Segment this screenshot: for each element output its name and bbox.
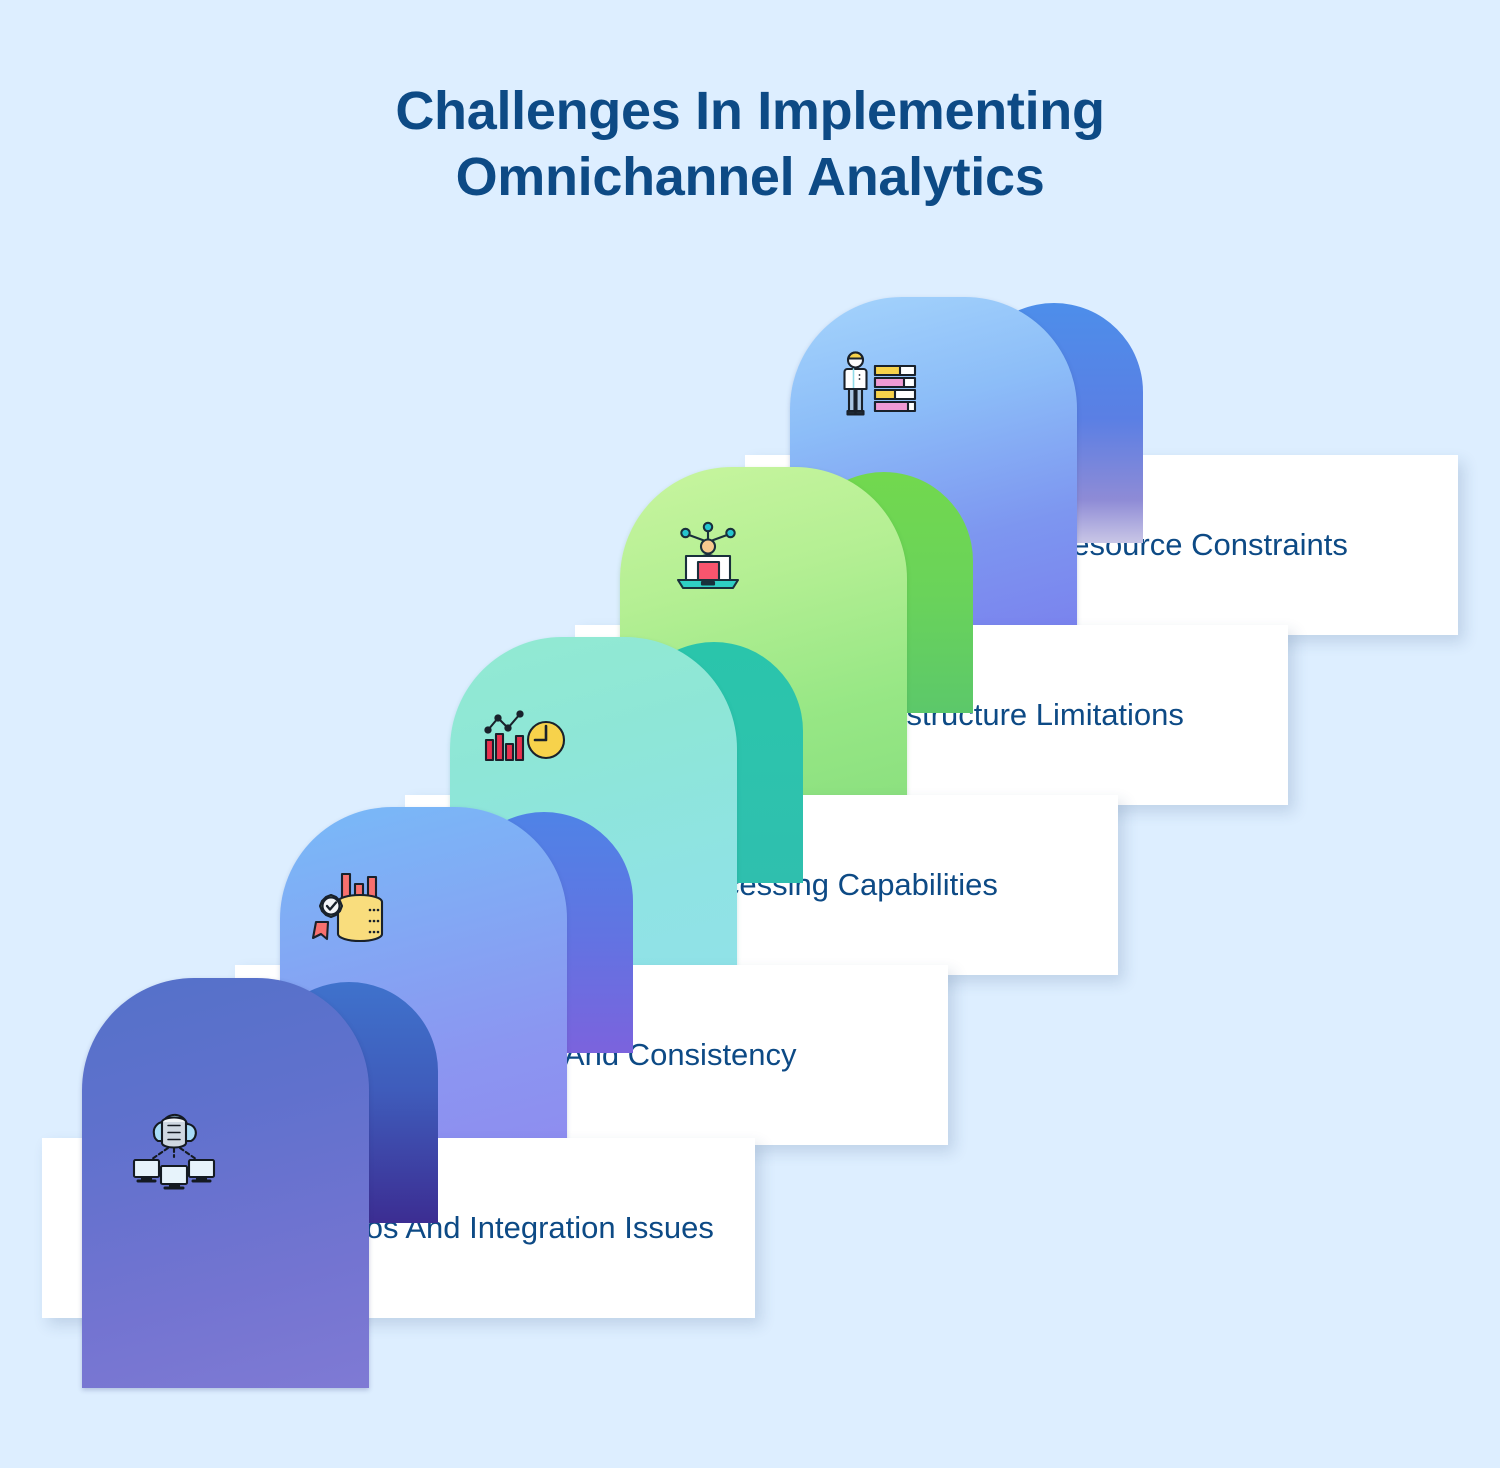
cloud-database-computers-icon [132, 1113, 216, 1190]
step-icon-4 [662, 512, 754, 604]
step-icon-2 [302, 862, 394, 954]
chart-clock-icon [484, 710, 566, 762]
step-arch-front-1 [82, 978, 369, 1388]
step-icon-5 [832, 340, 924, 432]
page-title: Challenges In Implementing Omnichannel A… [0, 78, 1500, 211]
page-title-line-2: Omnichannel Analytics [455, 147, 1045, 208]
step-icon-3 [480, 690, 572, 782]
page-title-line-1: Challenges In Implementing [395, 81, 1105, 141]
person-skill-bars-icon [843, 351, 917, 416]
quality-badge-database-icon [311, 872, 384, 943]
step-icon-1 [128, 1102, 220, 1194]
laptop-network-person-icon [676, 521, 740, 590]
